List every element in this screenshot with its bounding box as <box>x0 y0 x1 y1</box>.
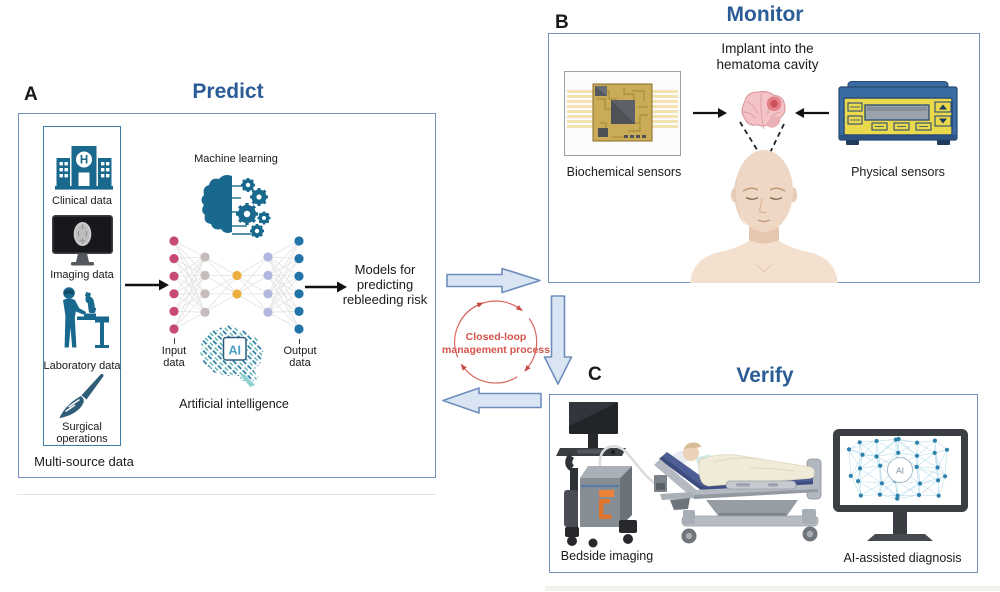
svg-text:Closed-loop: Closed-loop <box>466 331 527 343</box>
svg-text:management process: management process <box>442 344 550 356</box>
svg-text:H: H <box>80 155 88 167</box>
svg-text:AI: AI <box>896 466 904 476</box>
svg-text:AI: AI <box>228 344 241 358</box>
